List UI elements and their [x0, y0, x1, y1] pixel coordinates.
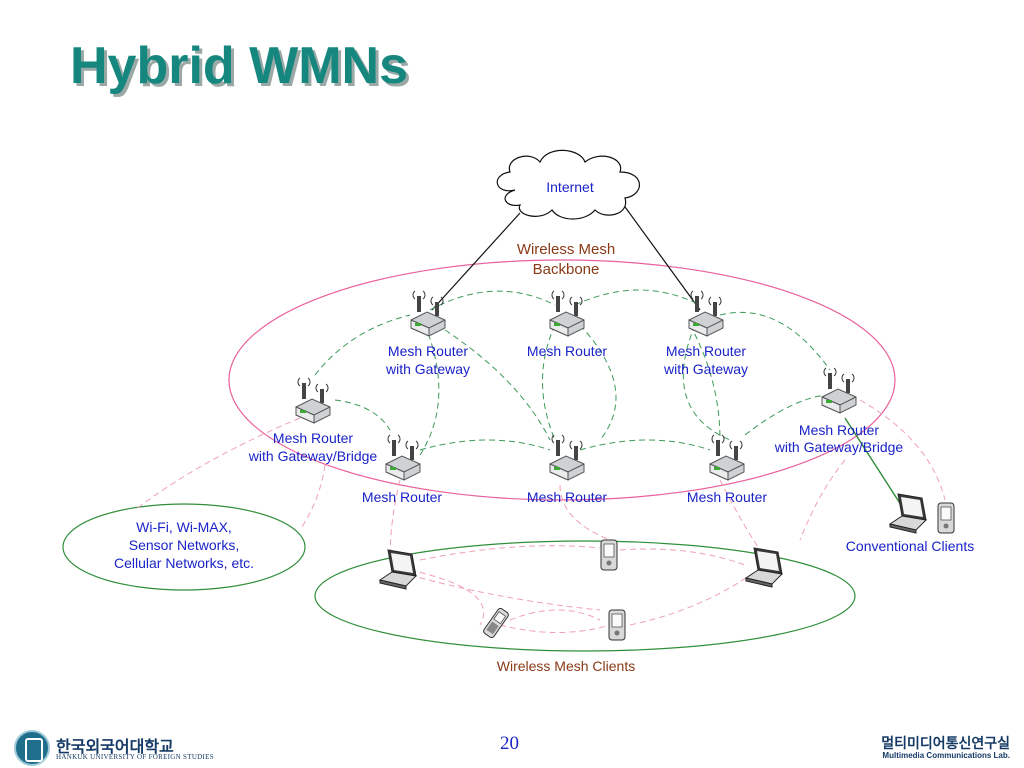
university-subtitle: HANKUK UNIVERSITY OF FOREIGN STUDIES	[56, 753, 214, 761]
router-bridge-right-label-line2: with Gateway/Bridge	[774, 439, 904, 455]
router-icon-bottom-left	[385, 434, 421, 481]
page-number: 20	[500, 733, 519, 754]
cloud-icon	[496, 149, 640, 220]
router-top-mid-label: Mesh Router	[527, 343, 607, 359]
router-bridge-right-label-line1: Mesh Router	[799, 422, 879, 438]
conventional-laptop-icon	[889, 493, 927, 534]
mesh-backbone-links	[314, 289, 831, 456]
router-icon-gw1	[410, 290, 446, 337]
mesh-client-phone-icon	[481, 606, 511, 640]
other-networks-ellipse	[62, 503, 306, 591]
router-icon-bottom-mid	[549, 434, 585, 481]
router-bottom-mid-label: Mesh Router	[527, 489, 607, 505]
mesh-clients-ellipse	[314, 540, 856, 652]
backbone-ellipse	[228, 259, 896, 501]
lab-subtitle: Multimedia Communications Lab.	[882, 751, 1010, 760]
router-bottom-right-label: Mesh Router	[687, 489, 767, 505]
router-icon-gw2	[688, 290, 724, 337]
internet-link-right	[619, 199, 701, 311]
client-links	[134, 399, 946, 633]
university-logo	[14, 730, 50, 766]
bridge-to-clients-link	[844, 417, 904, 509]
router-gw1-label-line1: Mesh Router	[388, 343, 468, 359]
mesh-client-laptop-left-icon	[379, 549, 417, 590]
university-name: 한국외국어대학교	[56, 737, 174, 756]
router-icon-bottom-right	[709, 434, 745, 481]
internet-link-left	[431, 212, 521, 311]
mesh-client-pda-top-icon	[600, 539, 618, 571]
router-bridge-left-label-line1: Mesh Router	[273, 430, 353, 446]
backbone-label-line2: Backbone	[533, 261, 600, 278]
conventional-clients-label: Conventional Clients	[846, 538, 974, 554]
lab-name: 멀티미디어통신연구실	[881, 736, 1010, 752]
router-gw1-label-line2: with Gateway	[385, 361, 470, 377]
slide-title: Hybrid WMNs	[70, 37, 408, 95]
other-networks-line2: Sensor Networks,	[129, 537, 239, 553]
backbone-label-line1: Wireless Mesh	[517, 241, 615, 258]
internet-label: Internet	[546, 179, 594, 195]
mesh-clients-label: Wireless Mesh Clients	[497, 658, 635, 674]
mesh-client-laptop-right-icon	[745, 547, 783, 588]
router-bridge-left-label-line2: with Gateway/Bridge	[248, 448, 378, 464]
other-networks-line3: Cellular Networks, etc.	[114, 555, 254, 571]
conventional-pda-icon	[937, 502, 955, 534]
router-gw2-label-line2: with Gateway	[663, 361, 748, 377]
router-icon-top-mid	[549, 290, 585, 337]
router-icon-bridge-left	[295, 377, 331, 424]
router-gw2-label-line1: Mesh Router	[666, 343, 746, 359]
other-networks-line1: Wi-Fi, Wi-MAX,	[136, 519, 232, 535]
router-icon-bridge-right	[821, 367, 857, 414]
router-bottom-left-label: Mesh Router	[362, 489, 442, 505]
mesh-client-pda-bottom-icon	[608, 609, 626, 641]
